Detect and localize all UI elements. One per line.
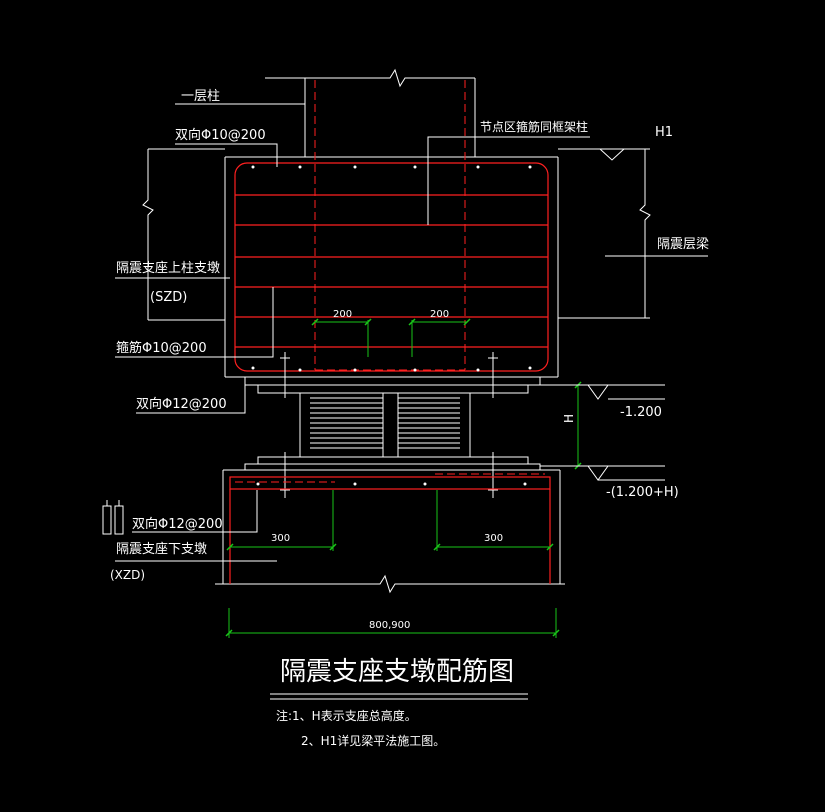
dim-200-left: 200 [333,309,352,320]
upper-pier-outline [224,68,559,378]
upper-pier-rebar-cage [234,162,549,372]
dim-200-right: 200 [430,309,449,320]
note-line-2: 2、H1详见梁平法施工图。 [301,733,445,748]
dim-300-left: 300 [271,533,290,544]
lower-pier-dashed-rebar [235,473,545,483]
elevation-markers [587,148,626,481]
label-two-way-mid: 双向Φ12@200 [136,396,227,412]
label-szd: (SZD) [150,290,187,305]
bearing-laminations [310,397,460,449]
dimension-lines [228,320,584,638]
drawing-title: 隔震支座支墩配筋图 [280,657,514,687]
label-xzd: (XZD) [110,568,145,582]
anchor-bolts [280,352,498,498]
label-two-way-top: 双向Φ10@200 [175,127,266,143]
isolation-bearing [244,376,541,471]
lower-pier-outline [215,469,565,594]
label-elevation-1: -1.200 [620,405,662,420]
leader-lines [115,103,708,700]
note-line-1: 注:1、H表示支座总高度。 [276,708,417,723]
dimension-ticks [225,318,582,637]
rebar-dots [251,165,532,486]
label-stirrup: 箍筋Φ10@200 [116,340,207,356]
label-isolation-beam: 隔震层梁 [657,237,709,252]
label-two-way-low: 双向Φ12@200 [132,516,223,532]
label-lower-pier: 隔震支座下支墩 [116,542,207,557]
label-h-dimension: H [562,414,576,423]
rebar-symbol [102,500,124,535]
label-h1: H1 [655,125,673,140]
label-node-zone: 节点区箍筋同框架柱 [480,119,588,134]
lower-pier-rebar [229,476,551,584]
dim-300-right: 300 [484,533,503,544]
dim-overall-width: 800,900 [369,620,410,631]
label-elevation-2: -(1.200+H) [606,485,679,500]
label-first-floor-column: 一层柱 [181,89,220,104]
label-upper-pier: 隔震支座上柱支墩 [116,261,220,276]
